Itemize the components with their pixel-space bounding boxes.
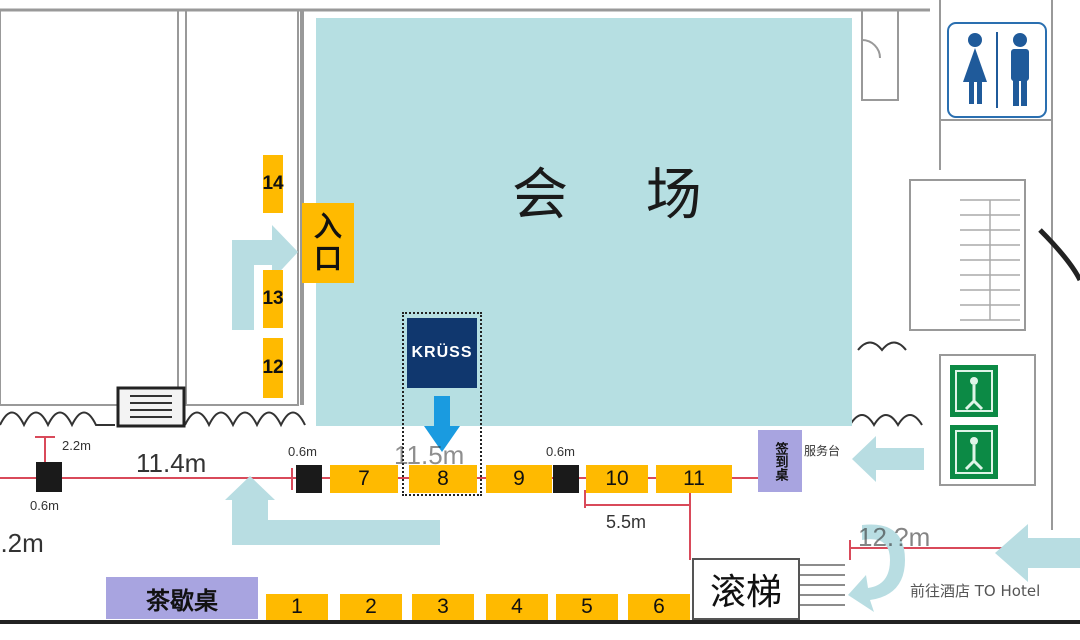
- flow-arrow-icon: [852, 436, 924, 482]
- booth-6: 6: [628, 594, 690, 620]
- measure-11-5m: 11.5m: [394, 440, 465, 470]
- restroom-icon: [947, 22, 1047, 118]
- vent-box: [116, 386, 186, 428]
- conference-hall: [316, 18, 852, 426]
- flow-arrow-icon: [225, 476, 440, 545]
- measure-0-6m: 0.6m: [546, 444, 575, 459]
- curved-wall: [1038, 228, 1080, 282]
- door-arc: [861, 39, 881, 59]
- measure-0-6m: 0.6m: [30, 498, 59, 513]
- pillar: [296, 465, 322, 493]
- measure-5-5m: 5.5m: [606, 512, 647, 532]
- flow-arrow-icon: [995, 524, 1080, 582]
- pillar: [553, 465, 579, 493]
- vent-grille: [130, 395, 172, 418]
- booth-5: 5: [556, 594, 618, 620]
- stairs-steps: [960, 199, 1020, 321]
- tea-break-table: 茶歇桌: [106, 577, 258, 619]
- booth-10: 10: [586, 465, 648, 493]
- entrance-label-1: 入: [313, 210, 342, 243]
- measure-12m: 12.?m: [858, 522, 931, 552]
- kruss-booth-highlight: [402, 312, 482, 496]
- booth-2: 2: [340, 594, 402, 620]
- flow-arrow-icon: [848, 524, 905, 612]
- hotel-direction: 前往酒店 TO Hotel: [910, 582, 1041, 600]
- hall-label: 会 场: [512, 163, 732, 228]
- entrance-label-2: 口: [313, 242, 342, 275]
- measure-11-4m: 11.4m: [136, 448, 207, 478]
- curtain-wall: [0, 411, 923, 428]
- flow-arrow-icon: [232, 225, 298, 330]
- emergency-exit-icon: [950, 425, 998, 479]
- booth-4: 4: [486, 594, 548, 620]
- down-arrow-icon: [424, 396, 460, 452]
- booth-1: 1: [266, 594, 328, 620]
- stairs-outline: [909, 179, 1026, 331]
- kruss-logo: KRÜSS: [407, 318, 477, 388]
- booth-3: 3: [412, 594, 474, 620]
- measure-2-2m: 2.2m: [62, 438, 91, 453]
- booth-9: 9: [486, 465, 552, 493]
- measure-9-2m: 9.2m: [0, 528, 44, 558]
- booth-14: 14: [262, 155, 284, 213]
- emergency-exit-icon: [950, 365, 998, 417]
- escalator: 滚梯: [692, 558, 800, 620]
- right-room-a: [861, 9, 899, 101]
- booth-8: 8: [409, 465, 477, 493]
- booth-11: 11: [656, 465, 732, 493]
- entrance-sign: 入 口: [302, 203, 354, 283]
- left-room-outline: [0, 9, 179, 406]
- pillar: [36, 462, 62, 492]
- measure-0-6m: 0.6m: [288, 444, 317, 459]
- booth-12: 12: [262, 338, 284, 398]
- curtain-wall-right: [857, 341, 907, 352]
- booth-7: 7: [330, 465, 398, 493]
- service-desk-label: 服务台: [804, 444, 841, 458]
- exit-room-outline: [939, 354, 1036, 486]
- registration-desk: 签到桌: [758, 430, 802, 492]
- booth-13: 13: [262, 270, 284, 328]
- escalator-steps: [800, 564, 845, 606]
